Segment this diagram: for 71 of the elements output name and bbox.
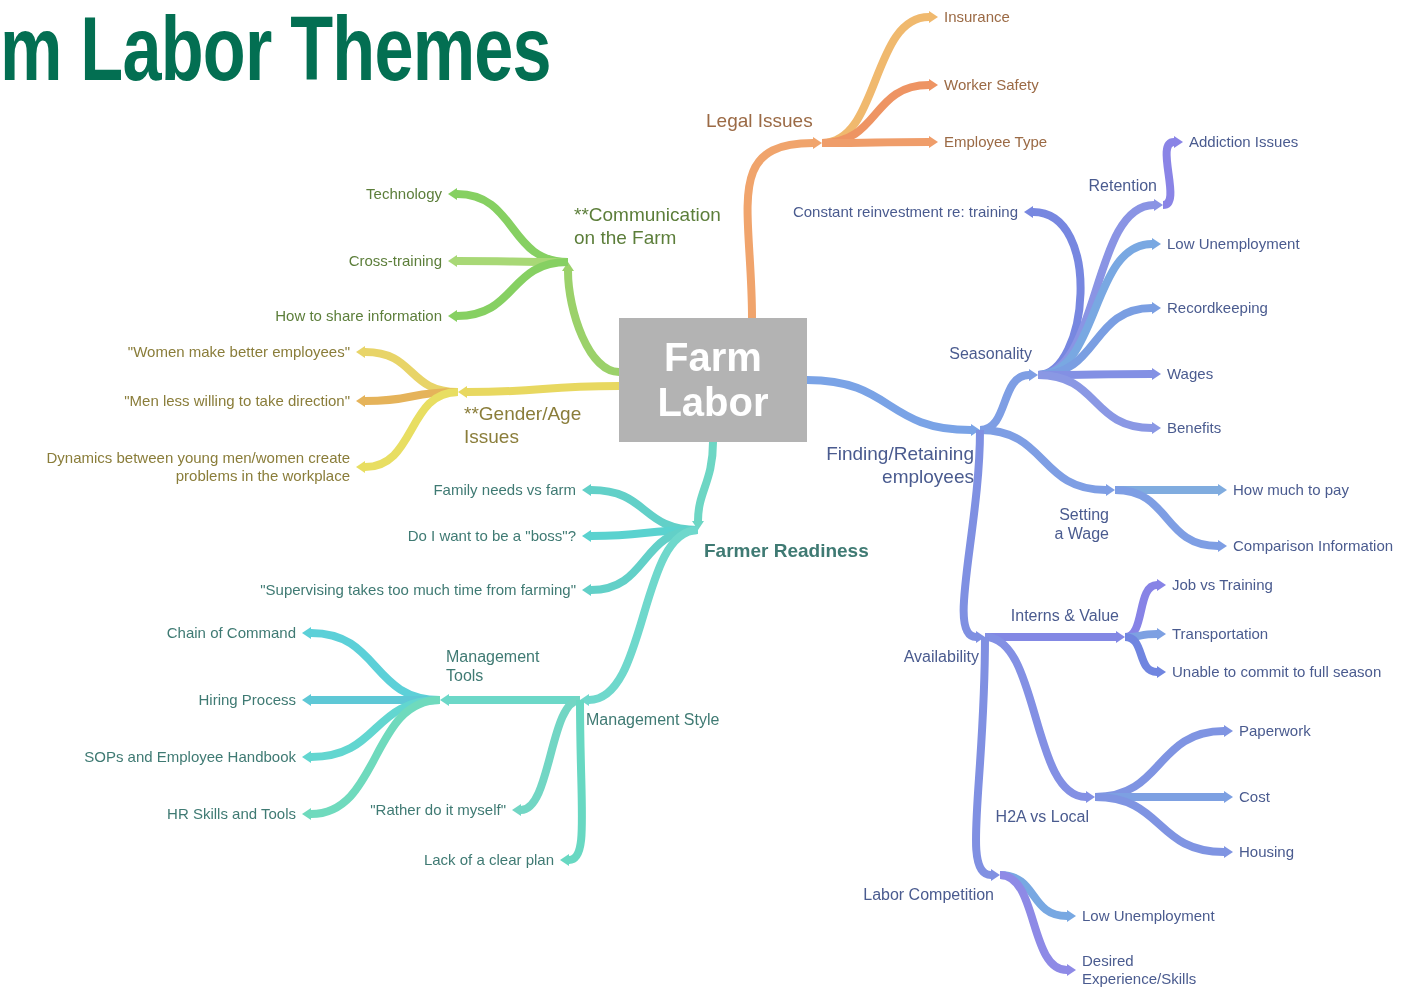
branch-connector <box>458 382 620 398</box>
leaf-label: "Men less willing to take direction" <box>124 392 350 410</box>
branch-label: Interns & Value <box>1010 606 1119 626</box>
leaf-label: Constant reinvestment re: training <box>792 203 1018 221</box>
branch-label: Management Style <box>586 709 720 729</box>
central-topic-title: Farm Labor <box>656 335 770 425</box>
leaf-label: Recordkeeping <box>1167 299 1268 317</box>
branch-label: Labor Competition <box>863 884 994 904</box>
branch-connector <box>580 526 699 706</box>
leaf-label: Desired Experience/Skills <box>1082 952 1198 988</box>
leaf-label: How to share information <box>275 307 442 325</box>
branch-label: Legal Issues <box>706 110 813 133</box>
branch-connector <box>999 871 1076 976</box>
leaf-label: Insurance <box>944 8 1010 26</box>
leaf-label: How much to pay <box>1233 481 1349 499</box>
branch-connector <box>448 258 569 322</box>
branch-connector <box>1114 486 1227 552</box>
leaf-label: Job vs Training <box>1172 576 1273 594</box>
leaf-label: Unable to commit to full season <box>1172 663 1382 681</box>
leaf-label: "Women make better employees" <box>127 343 350 361</box>
branch-connector <box>302 696 441 820</box>
branch-connector <box>743 137 822 319</box>
branch-connector <box>692 441 717 530</box>
leaf-label: Comparison Information <box>1233 537 1394 555</box>
branch-label: Seasonality <box>949 344 1032 364</box>
branch-connector <box>1161 136 1183 209</box>
branch-label: Finding/Retaining employees <box>825 443 974 489</box>
leaf-label: Chain of Command <box>166 624 296 642</box>
branch-connector <box>1037 371 1161 434</box>
branch-label: **Communication on the Farm <box>574 204 722 250</box>
leaf-label: "Rather do it myself" <box>370 801 506 819</box>
branch-connector <box>1094 793 1233 858</box>
leaf-label: Employee Type <box>944 133 1048 151</box>
branch-connector <box>512 696 582 816</box>
branch-label: Farmer Readiness <box>704 540 869 563</box>
leaf-label: "Supervising takes too much time from farming" <box>260 581 576 599</box>
leaf-label: Cost <box>1239 788 1270 806</box>
leaf-label: Transportation <box>1172 625 1269 643</box>
leaf-label: Family needs vs farm <box>433 481 576 499</box>
page-title: m Labor Themes <box>0 4 551 94</box>
central-topic-box <box>619 318 807 442</box>
leaf-label: HR Skills and Tools <box>167 805 296 823</box>
branch-connector <box>1124 633 1166 678</box>
leaf-label: Technology <box>366 185 442 203</box>
leaf-label: Lack of a clear plan <box>423 851 554 869</box>
leaf-label: Housing <box>1239 843 1295 861</box>
branch-connector <box>562 262 620 376</box>
branch-label: Management Tools <box>446 647 541 686</box>
branch-label: Availability <box>903 646 979 666</box>
leaf-label: Worker Safety <box>944 76 1039 94</box>
leaf-label: SOPs and Employee Handbook <box>84 748 296 766</box>
branch-label: Setting a Wage <box>1053 504 1109 543</box>
branch-connector <box>972 636 1000 881</box>
branch-connector <box>806 376 980 436</box>
branch-label: **Gender/Age Issues <box>464 403 583 449</box>
branch-connector <box>959 429 985 643</box>
leaf-label: Benefits <box>1167 419 1222 437</box>
leaf-label: Hiring Process <box>198 691 296 709</box>
leaf-label: Paperwork <box>1239 722 1311 740</box>
leaf-label: Low Unemployment <box>1082 907 1215 925</box>
leaf-label: Do I want to be a "boss"? <box>407 527 576 545</box>
branch-label: Retention <box>1088 176 1157 196</box>
branch-connector <box>984 633 1095 803</box>
branch-label: H2A vs Local <box>995 806 1089 826</box>
leaf-label: Low Unemployment <box>1167 235 1300 253</box>
leaf-label: Wages <box>1167 365 1214 383</box>
leaf-label: Cross-training <box>348 252 442 270</box>
branch-connector <box>356 388 459 473</box>
leaf-label: Addiction Issues <box>1189 133 1299 151</box>
leaf-label: Dynamics between young men/women create problems in the workplace <box>45 449 350 485</box>
branch-connector <box>560 699 586 866</box>
